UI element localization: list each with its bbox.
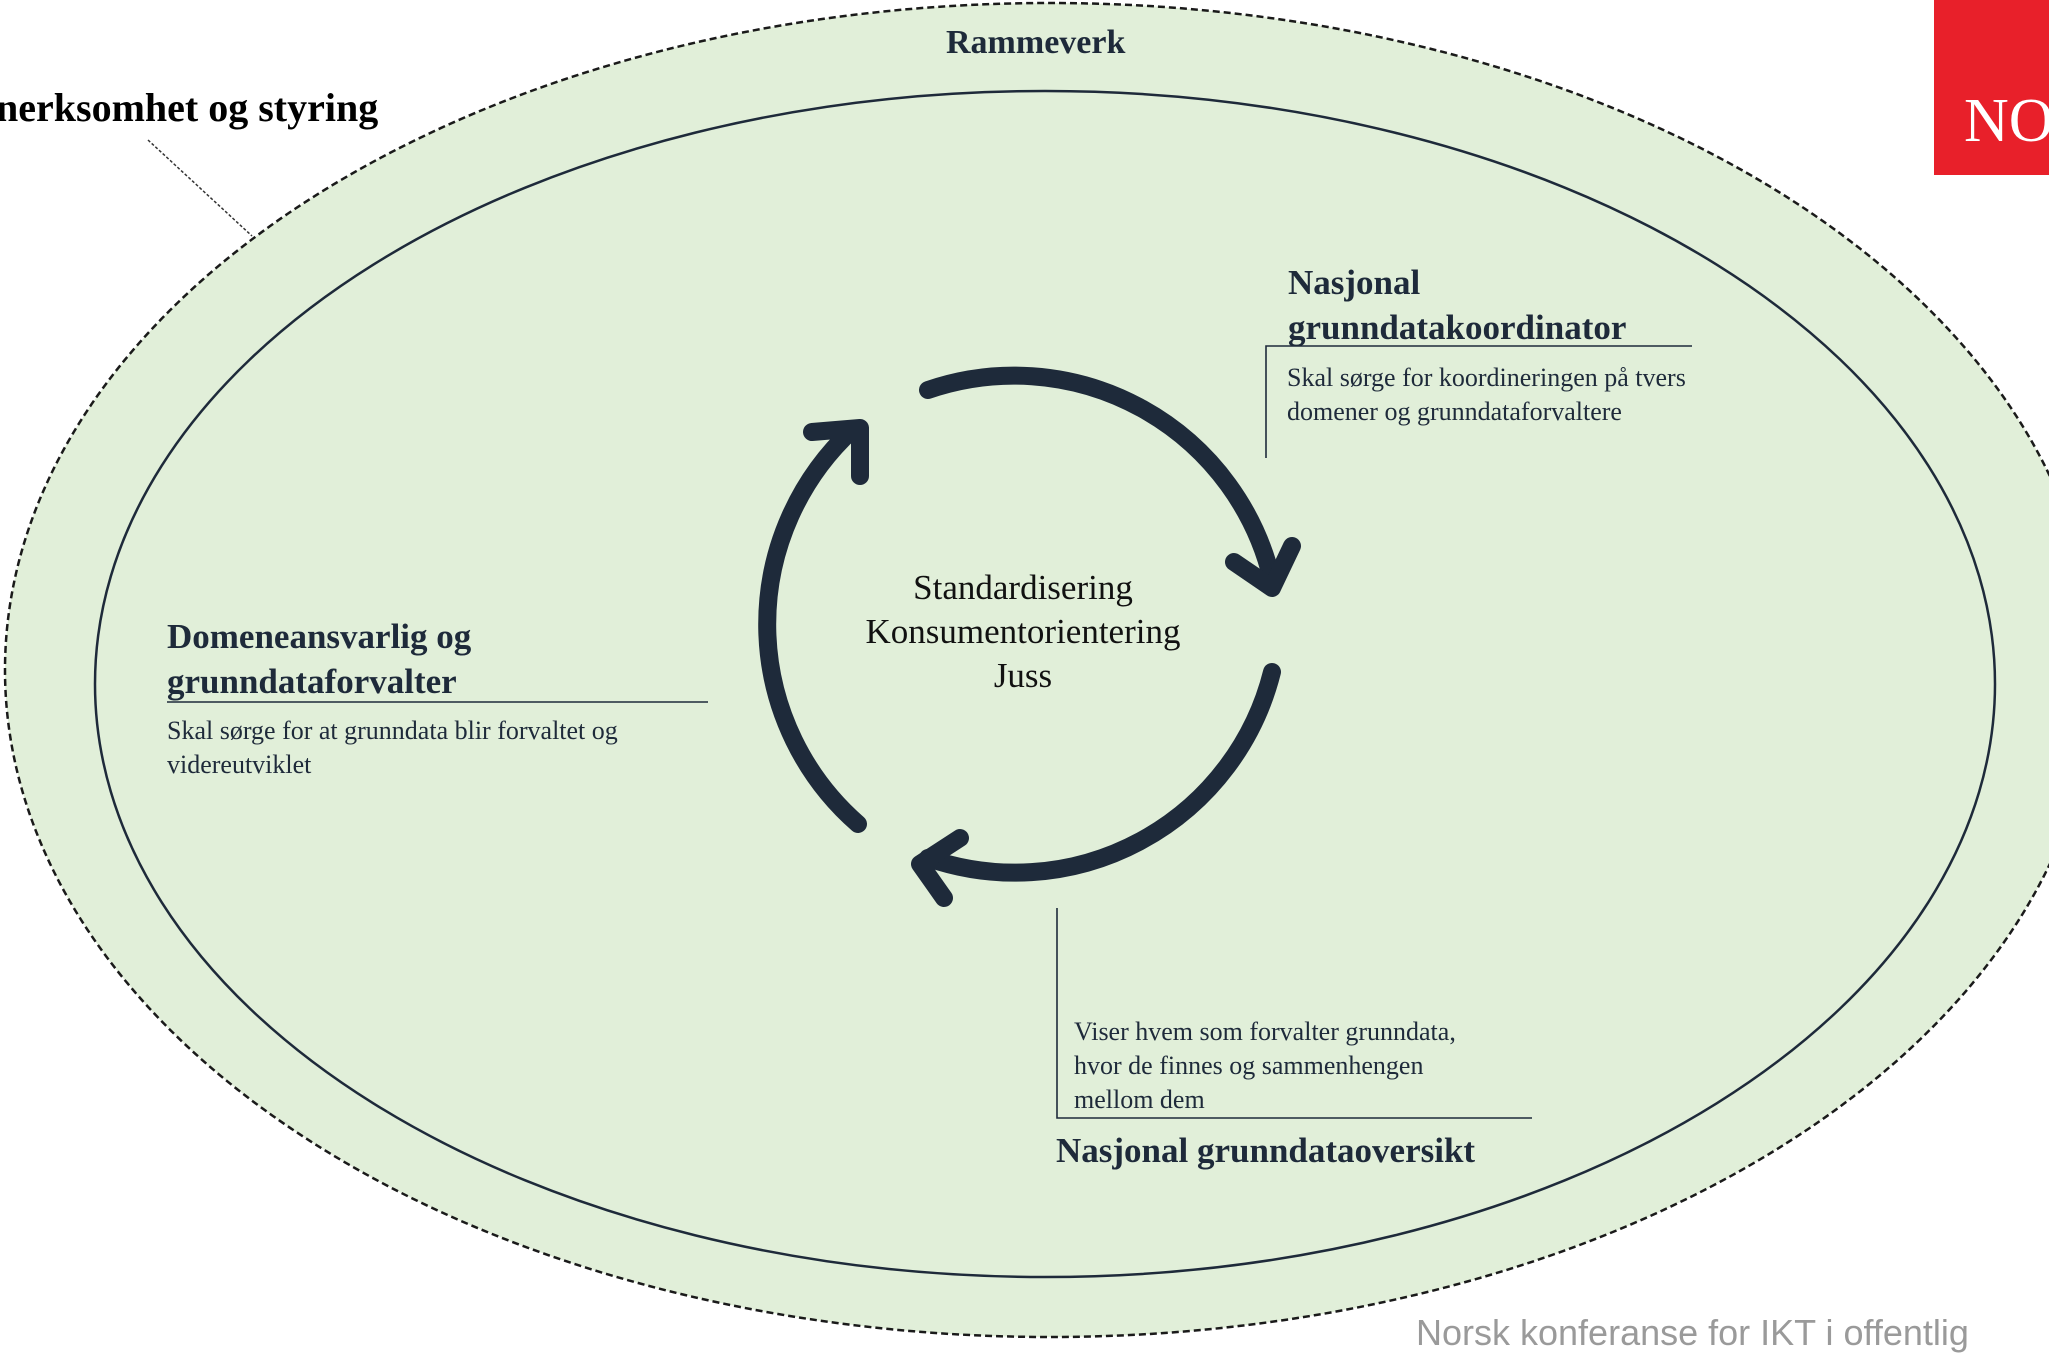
logo-badge-text: NO bbox=[1964, 87, 2049, 155]
cycle-arrowhead-left bbox=[803, 419, 869, 485]
domain-title: Domeneansvarlig og grunndataforvalter bbox=[167, 614, 471, 704]
overview-title: Nasjonal grunndataoversikt bbox=[1056, 1131, 1476, 1170]
cycle-arrows bbox=[758, 366, 1301, 907]
coordinator-leader bbox=[1265, 345, 1692, 458]
coordinator-title-line2: grunndatakoordinator bbox=[1288, 308, 1627, 347]
cycle-arrow-bottom bbox=[919, 663, 1281, 882]
cycle-arrowhead-bottom bbox=[911, 829, 969, 907]
outer-framework-ellipse bbox=[4, 1, 2049, 1339]
left-label-leader bbox=[147, 139, 253, 237]
footer-text: Norsk konferanse for IKT i offentlig bbox=[1416, 1312, 1969, 1353]
domain-description: Skal sørge for at grunndata blir forvalt… bbox=[167, 716, 618, 779]
coordinator-title-line1: Nasjonal bbox=[1288, 263, 1421, 302]
role-leaders bbox=[167, 345, 1692, 1119]
cycle-arrow-top-right bbox=[919, 366, 1281, 589]
logo-badge: NO bbox=[1934, 0, 2049, 175]
governance-label: nerksomhet og styring bbox=[0, 85, 379, 130]
cycle-arrow-left bbox=[758, 421, 867, 833]
cycle-center-text: Standardisering Konsumentorientering Jus… bbox=[848, 566, 1198, 698]
coordinator-description: Skal sørge for koordineringen på tvers d… bbox=[1287, 363, 1686, 426]
overview-leader bbox=[1056, 908, 1532, 1119]
domain-title-line1: Domeneansvarlig og bbox=[167, 617, 472, 656]
overview-description: Viser hvem som forvalter grunndata, hvor… bbox=[1074, 1017, 1456, 1114]
framework-label: Rammeverk bbox=[946, 24, 1126, 61]
inner-ellipse bbox=[93, 89, 1997, 1279]
center-line-consumer: Konsumentorientering bbox=[865, 612, 1181, 651]
coordinator-title: Nasjonal grunndatakoordinator bbox=[1288, 260, 1626, 350]
center-line-standardization: Standardisering bbox=[913, 568, 1133, 607]
domain-title-line2: grunndataforvalter bbox=[167, 662, 457, 701]
cycle-arrowhead-top-right bbox=[1225, 537, 1301, 597]
center-line-law: Juss bbox=[993, 656, 1053, 695]
